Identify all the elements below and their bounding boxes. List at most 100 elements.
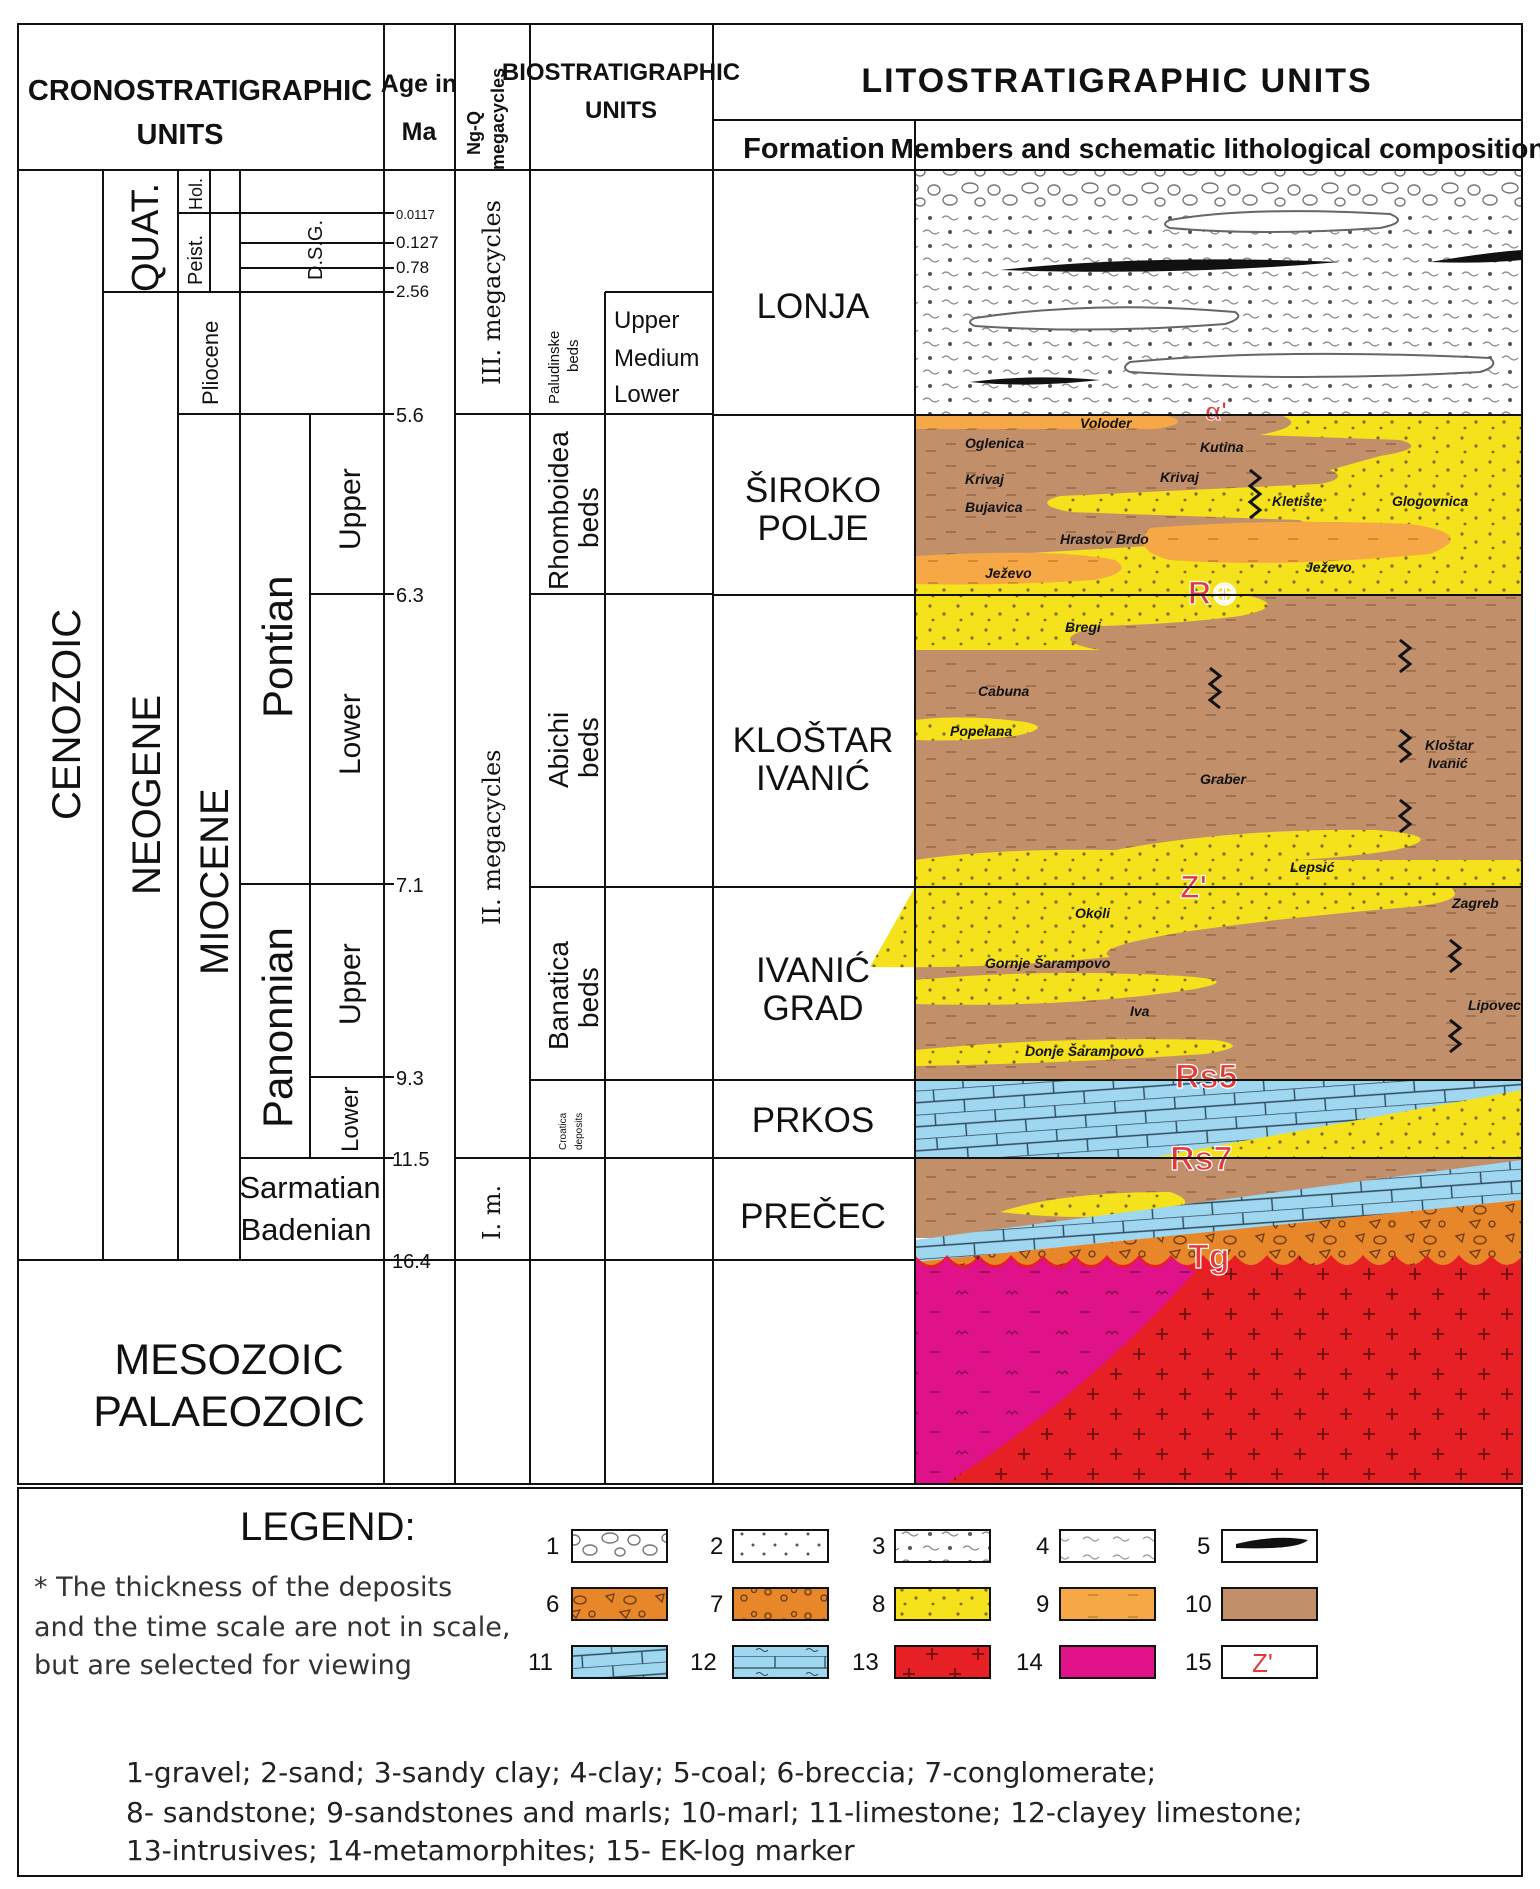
formation-siroko-1: ŠIROKO [745, 471, 881, 510]
formation-klostar-2: IVANIĆ [756, 759, 870, 798]
legend-swatch-sandstones-marls [1059, 1587, 1156, 1621]
chrono-labels: CENOZOIC QUAT. NEOGENE Hol. Peist. D.S.G… [45, 178, 381, 1436]
legend-title: LEGEND: [240, 1505, 416, 1549]
legend: LEGEND: * The thickness of the deposits … [34, 1505, 1318, 1867]
formation-prkos: PRKOS [752, 1101, 875, 1140]
age-8: 11.5 [392, 1149, 429, 1171]
zigzag-4 [1397, 728, 1413, 764]
legend-num-2: 2 [710, 1533, 723, 1560]
member-donje-sarampovo: Donje Šarampovo [1025, 1042, 1144, 1059]
member-kutina: Kutina [1200, 439, 1244, 455]
zigzag-3 [1397, 638, 1413, 674]
label-pannonian-lower: Lower [337, 1087, 364, 1152]
zigzag-6 [1447, 938, 1463, 974]
litho-metamorph [915, 1258, 1195, 1484]
member-klostar-ivanic-1: Kloštar [1425, 737, 1475, 753]
legend-desc-2: 8- sandstone; 9-sandstones and marls; 10… [126, 1796, 1303, 1829]
legend-swatch-clayey-limestone [732, 1645, 829, 1679]
litho-prkos-sand [1150, 1090, 1522, 1158]
label-pannonian: Panonnian [254, 927, 301, 1128]
megacycle-second: II. megacycles [478, 750, 506, 926]
litho-okoli [870, 887, 1455, 968]
formation-lonja: LONJA [757, 287, 870, 326]
zigzag-7 [1447, 1018, 1463, 1054]
header-age-1: Age in [381, 70, 457, 98]
age-6: 7.1 [396, 875, 424, 897]
bio-croatica-2: deposits [574, 1113, 585, 1150]
legend-note-2: and the time scale are not in scale, [34, 1612, 510, 1643]
legend-num-7: 7 [710, 1591, 723, 1618]
age-7: 9.3 [396, 1068, 424, 1090]
formation-labels: LONJA ŠIROKO POLJE KLOŠTAR IVANIĆ IVANIĆ… [733, 287, 894, 1236]
zigzag-2 [1207, 666, 1223, 710]
legend-swatch-sandy-clay [894, 1529, 991, 1563]
label-pontian-lower: Lower [334, 693, 367, 775]
marker-alpha: α' [1205, 396, 1227, 426]
litho-iva [915, 972, 1217, 1005]
label-pontian: Pontian [254, 576, 301, 718]
age-2: 0.78 [396, 258, 429, 277]
zigzag-5 [1397, 798, 1413, 834]
grid-lines [17, 23, 1523, 1877]
litho-coal-2 [1430, 250, 1522, 263]
label-mesozoic: MESOZOIC [114, 1336, 343, 1384]
legend-swatch-clay [1059, 1529, 1156, 1563]
legend-swatches: 1 2 3 4 5 6 7 8 9 10 11 12 [528, 1529, 1318, 1679]
member-lipovec: Lipovec [1468, 997, 1521, 1013]
age-0: 0.0117 [396, 207, 435, 222]
bio-banatica-2: beds [573, 967, 604, 1028]
member-popelana: Popelana [950, 723, 1012, 739]
bio-paludinske-1: Paludinske [546, 331, 563, 404]
legend-desc-1: 1-gravel; 2-sand; 3-sandy clay; 4-clay; … [126, 1756, 1156, 1789]
member-voloder: Voloder [1080, 415, 1133, 431]
megacycle-first: I. m. [478, 1185, 506, 1240]
bio-lower: Lower [614, 381, 679, 408]
label-pliocene: Pliocene [198, 321, 223, 405]
label-hol: Hol. [186, 178, 206, 210]
member-labels: Voloder Oglenica Kutina Krivaj Krivaj Kl… [950, 415, 1521, 1059]
legend-num-8: 8 [872, 1591, 885, 1618]
legend-num-11: 11 [528, 1649, 553, 1676]
header-chrono-1: CRONOSTRATIGRAPHIC [28, 75, 372, 107]
header-formation: Formation [743, 133, 885, 165]
legend-swatch-gravel [571, 1529, 668, 1563]
litho-jezevo-lens [1143, 521, 1451, 563]
header-age-2: Ma [402, 118, 438, 146]
bio-abichi-2: beds [573, 717, 604, 778]
megacycle-labels: III. megacycles II. megacycles I. m. [478, 200, 506, 1240]
header-megacycles-2: megacycles [488, 68, 508, 170]
age-labels: 0.0117 0.127 0.78 2.56 5.6 6.3 7.1 9.3 1… [392, 207, 439, 1273]
legend-swatch-marker [1221, 1645, 1318, 1679]
legend-num-10: 10 [1185, 1591, 1212, 1618]
age-ticks [384, 212, 394, 1261]
age-4: 5.6 [396, 405, 424, 427]
bio-abichi-1: Abichi [543, 712, 574, 788]
member-graber: Graber [1200, 771, 1247, 787]
litho-lens-3 [1124, 352, 1495, 378]
legend-swatch-sandstone [894, 1587, 991, 1621]
member-cabuna: Cabuna [978, 683, 1030, 699]
member-krivaj-1: Krivaj [965, 471, 1005, 487]
label-cenozoic: CENOZOIC [45, 609, 89, 820]
marker-rs5: Rs5 [1175, 1058, 1237, 1096]
legend-num-4: 4 [1036, 1533, 1049, 1560]
member-jezevo-2: Ježevo [1305, 559, 1352, 575]
bio-labels: Paludinske beds Upper Medium Lower Rhomb… [543, 307, 699, 1150]
legend-note-3: but are selected for viewing [34, 1650, 412, 1681]
member-klostar-ivanic-2: Ivanić [1428, 755, 1468, 771]
legend-swatch-sand [732, 1529, 829, 1563]
member-klektiste: Kletište [1272, 493, 1323, 509]
megacycle-third: III. megacycles [478, 200, 506, 385]
legend-num-15: 15 [1185, 1649, 1212, 1676]
member-oglenica: Oglenica [965, 435, 1024, 451]
legend-num-6: 6 [546, 1591, 559, 1618]
age-9: 16.4 [392, 1251, 431, 1273]
legend-num-12: 12 [690, 1649, 717, 1676]
member-gornje-sarampovo: Gornje Šarampovo [985, 954, 1111, 971]
bio-upper: Upper [614, 307, 679, 334]
legend-num-14: 14 [1016, 1649, 1043, 1676]
label-neogene: NEOGENE [125, 695, 169, 895]
litho-popelana [915, 717, 1038, 741]
